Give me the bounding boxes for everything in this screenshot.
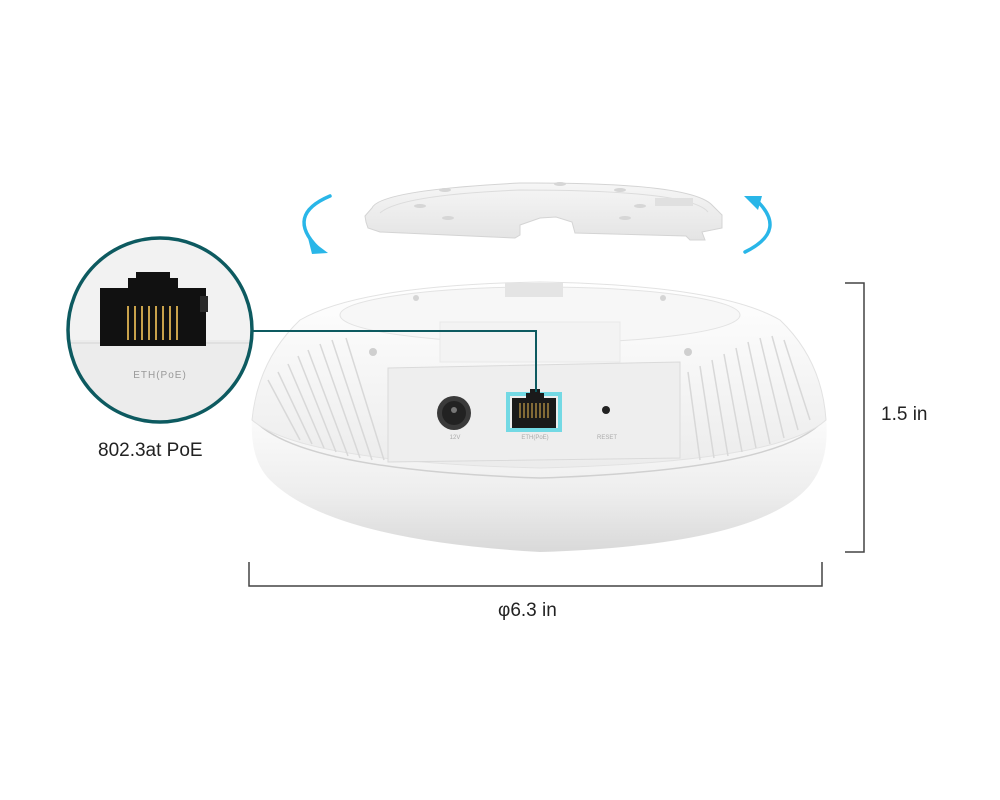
mounting-bracket [364, 182, 723, 241]
reset-button [602, 406, 610, 414]
height-dimension-line [845, 282, 865, 553]
rotate-ccw-arrow-icon [302, 194, 332, 254]
diameter-dimension-label: φ6.3 in [498, 600, 557, 621]
ethernet-port [506, 389, 562, 432]
port-zoom-callout [66, 236, 254, 424]
poe-caption: 802.3at PoE [98, 440, 203, 461]
port-label-eth: ETH(PoE) [521, 435, 549, 441]
port-label-12v: 12V [449, 435, 461, 441]
height-dimension-label: 1.5 in [881, 404, 928, 425]
power-jack [437, 396, 471, 430]
callout-connector-line [246, 330, 537, 392]
diameter-dimension-line [248, 562, 823, 587]
rotate-cw-arrow-icon [743, 196, 772, 254]
port-label-reset: RESET [596, 435, 617, 441]
access-point-device [251, 281, 827, 552]
zoom-port-label: ETH(PoE) [133, 370, 187, 381]
